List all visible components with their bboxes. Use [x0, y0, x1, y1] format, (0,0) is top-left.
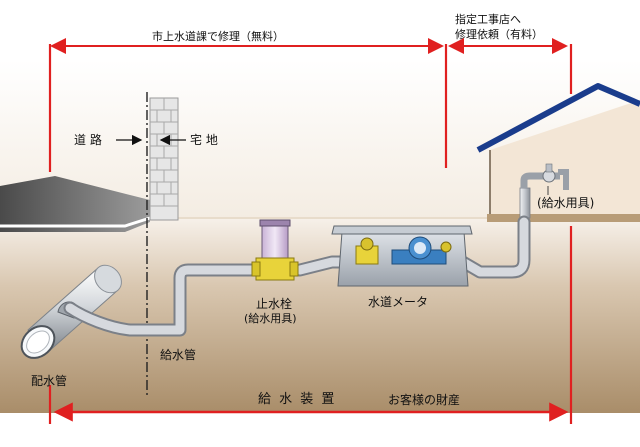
water-meter-icon	[331, 225, 473, 287]
service-pipe	[63, 215, 531, 337]
road	[0, 176, 151, 232]
distribution-pipe-label: 配水管	[31, 374, 68, 388]
contractor-label-line1: 指定工事店へ	[455, 13, 521, 26]
contractor-repair-range-arrow	[448, 38, 573, 424]
stop-valve-label: 止水栓	[256, 297, 293, 311]
brick-wall-icon	[149, 97, 179, 221]
city-repair-label: 市上水道課で修理（無料）	[152, 30, 284, 43]
contractor-label-line2: 修理依頼（有料）	[455, 28, 543, 41]
city-repair-range-arrow	[48, 38, 448, 172]
faucet-label: (給水用具)	[537, 196, 595, 210]
supply-device-label: 給 水 装 置	[258, 392, 337, 407]
faucet-icon	[519, 163, 569, 219]
residential-label: 宅 地	[190, 133, 218, 147]
road-label: 道 路	[74, 133, 102, 147]
stop-valve-sub-label: (給水用具)	[244, 312, 297, 325]
water-meter-label: 水道メータ	[368, 295, 429, 309]
service-pipe-label: 給水管	[160, 348, 197, 362]
stop-valve-icon	[251, 219, 299, 281]
customer-property-label: お客様の財産	[388, 393, 461, 407]
soil	[0, 218, 640, 413]
